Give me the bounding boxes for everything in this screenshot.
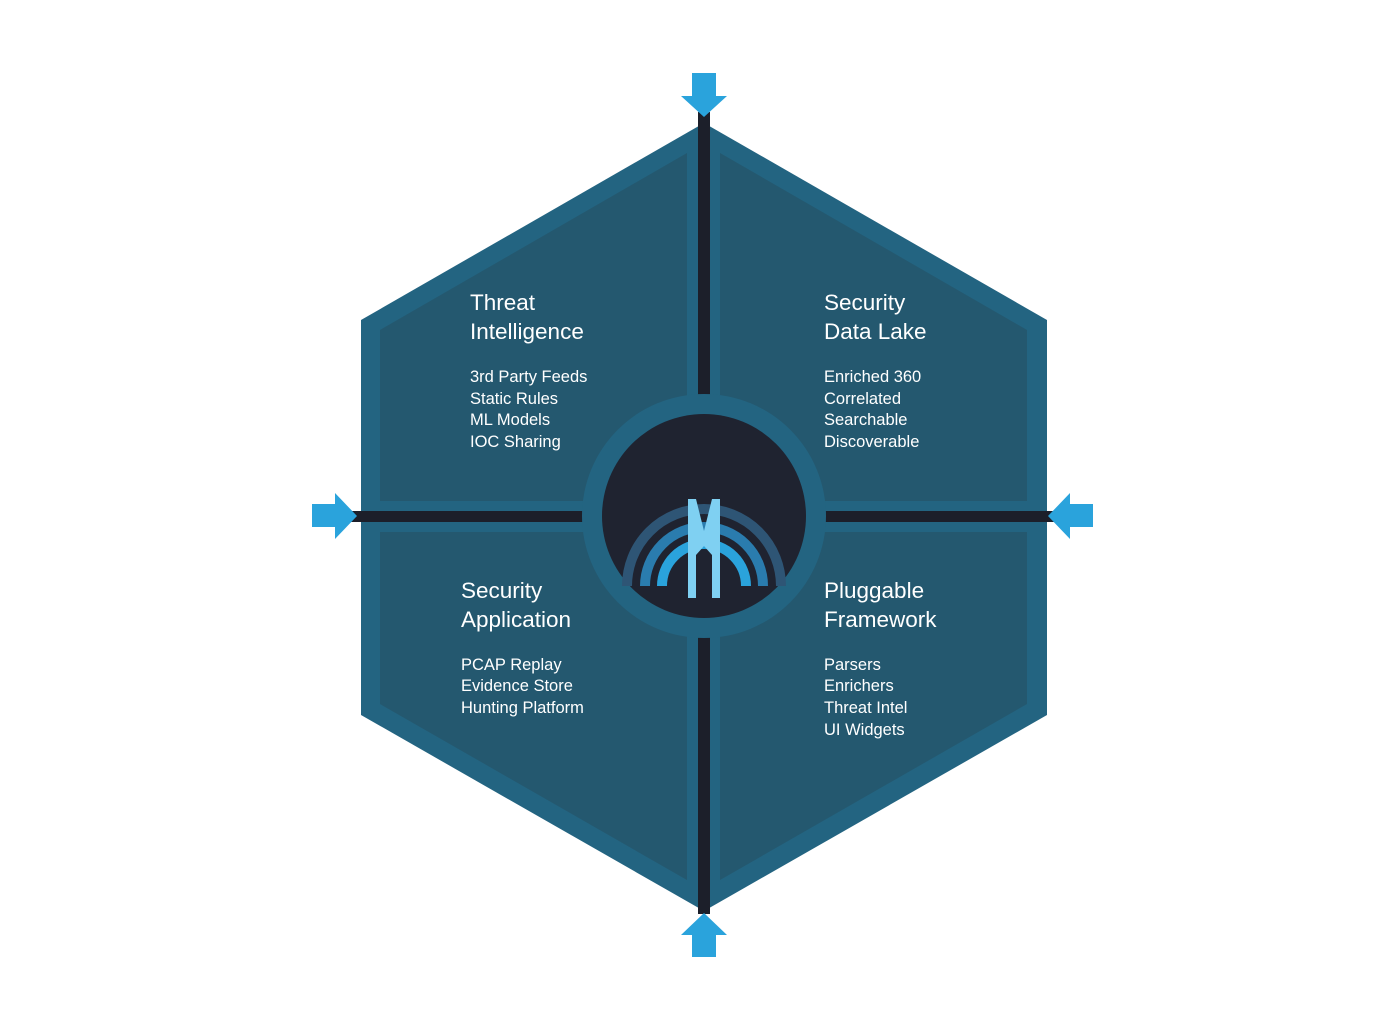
quadrant-item: Hunting Platform	[461, 699, 584, 717]
quadrant-item: Parsers	[824, 656, 881, 674]
quadrant-item: Enriched 360	[824, 368, 921, 386]
panel-bottom-left	[380, 532, 687, 880]
quadrant-item: ML Models	[470, 411, 550, 429]
quadrant-item: 3rd Party Feeds	[470, 368, 587, 386]
panel-bottom-right	[720, 532, 1027, 880]
quadrant-title-line2: Framework	[824, 607, 937, 632]
quadrant-item: Static Rules	[470, 390, 558, 408]
quadrant-security-data-lake: Security Data Lake Enriched 360 Correlat…	[824, 290, 927, 451]
quadrant-title-line1: Security	[824, 290, 906, 315]
quadrant-item: Searchable	[824, 411, 907, 429]
quadrant-title-line2: Intelligence	[470, 319, 584, 344]
quadrant-item: Discoverable	[824, 433, 919, 451]
arrow-top-icon	[681, 73, 727, 117]
quadrant-item: Threat Intel	[824, 699, 907, 717]
quadrant-title-line1: Security	[461, 578, 543, 603]
quadrant-title-line1: Pluggable	[824, 578, 924, 603]
quadrant-item: UI Widgets	[824, 721, 905, 739]
center-logo	[582, 394, 826, 638]
center-disc	[602, 414, 806, 618]
quadrant-item: Enrichers	[824, 677, 894, 695]
quadrant-item: Correlated	[824, 390, 901, 408]
quadrant-item: IOC Sharing	[470, 433, 561, 451]
quadrant-title-line1: Threat	[470, 290, 536, 315]
quadrant-title-line2: Data Lake	[824, 319, 927, 344]
quadrant-title-line2: Application	[461, 607, 571, 632]
quadrant-item: Evidence Store	[461, 677, 573, 695]
quadrant-threat-intelligence: Threat Intelligence 3rd Party Feeds Stat…	[470, 290, 587, 451]
arrow-right-icon	[1048, 493, 1093, 539]
quadrant-security-application: Security Application PCAP Replay Evidenc…	[461, 578, 584, 717]
panel-top-left	[380, 153, 687, 501]
arrow-bottom-icon	[681, 913, 727, 957]
quadrant-item: PCAP Replay	[461, 656, 562, 674]
m-letter-icon	[688, 499, 720, 598]
panel-top-right	[720, 153, 1027, 501]
arrow-left-icon	[312, 493, 357, 539]
quadrant-pluggable-framework: Pluggable Framework Parsers Enrichers Th…	[824, 578, 937, 739]
